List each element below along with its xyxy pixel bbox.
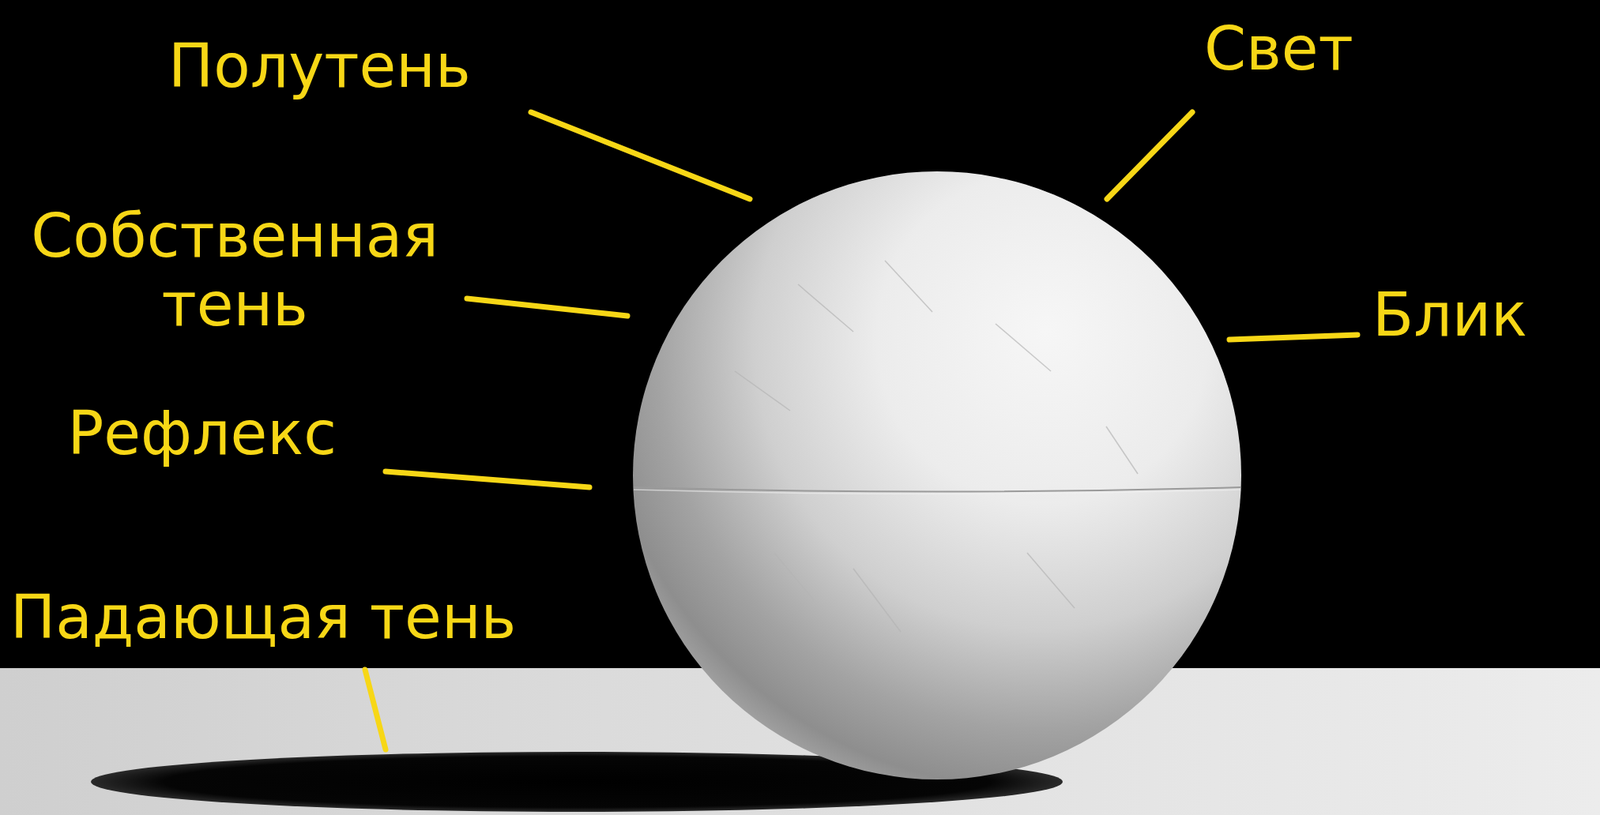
leader-line	[530, 112, 750, 200]
sphere	[632, 171, 1242, 780]
part-label: Рефлекс	[67, 399, 337, 468]
part-label: Падающая тень	[10, 583, 516, 652]
sphere-seam	[633, 489, 1241, 495]
leader-line	[1106, 112, 1193, 200]
leader-line	[365, 670, 386, 750]
sphere-scratches	[734, 260, 1138, 633]
part-label: Свет	[1204, 14, 1354, 83]
leader-line	[466, 298, 628, 317]
leader-lines	[365, 112, 1358, 750]
leader-line	[385, 471, 590, 488]
part-label: Собственная тень	[30, 201, 439, 340]
part-label: Полутень	[168, 31, 471, 101]
sphere-seam	[633, 487, 1241, 493]
leader-line	[1229, 335, 1358, 340]
part-label: Блик	[1372, 280, 1528, 350]
